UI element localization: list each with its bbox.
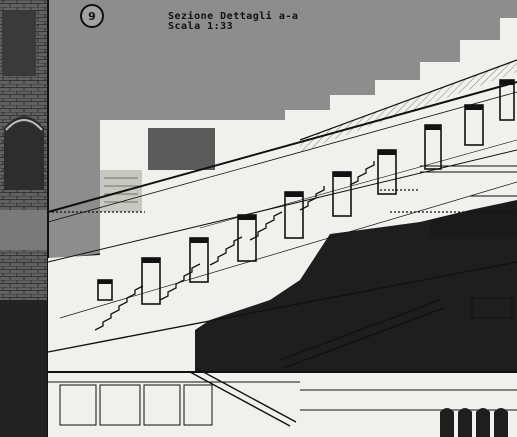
sheet-title: Sezione Dettagli a-a	[168, 11, 299, 22]
terrace-lines	[47, 81, 517, 353]
arcade	[440, 408, 508, 437]
sheet-scale: Scala 1:33	[168, 21, 234, 32]
sheet-number: 9	[88, 9, 96, 23]
escalator	[189, 299, 445, 427]
stair-flights	[94, 161, 375, 331]
title-block: Sezione Dettagli a-a Scala 1:33	[168, 12, 298, 32]
stepped-section	[48, 18, 517, 437]
masonry-facade	[0, 0, 49, 437]
sheet-number-badge: 9	[80, 4, 104, 28]
